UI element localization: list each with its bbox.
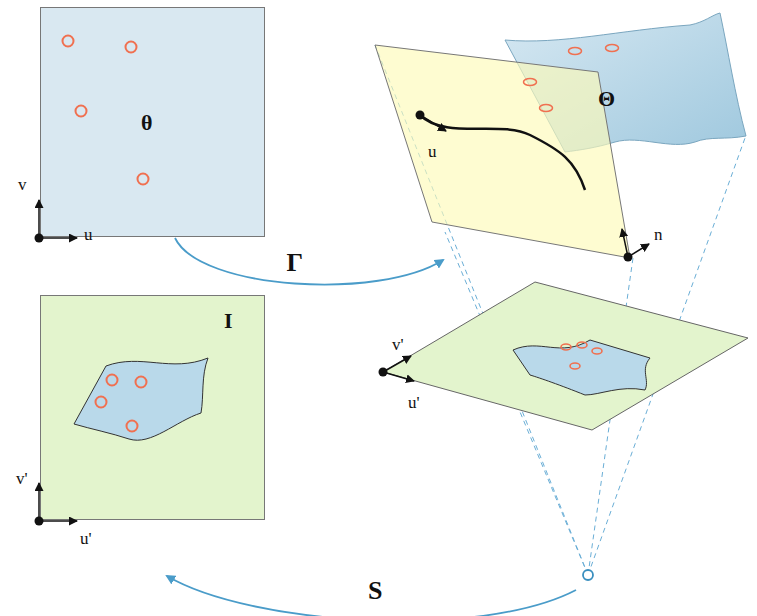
axis-origin [35, 517, 44, 526]
panel-symbol: Θ [598, 88, 615, 110]
image-point [136, 377, 147, 388]
axis-label: u [428, 143, 437, 160]
curve-direction [420, 115, 446, 131]
image-plane [383, 282, 748, 430]
projected-patch [513, 340, 650, 395]
projected-points [561, 342, 602, 369]
camera-center [583, 570, 593, 580]
image-point [127, 421, 138, 432]
image-plane-axes [379, 356, 415, 381]
sample-points [63, 36, 149, 185]
surface-point [569, 48, 582, 55]
sample-point [76, 106, 87, 117]
sample-point [126, 42, 137, 53]
surface-point [606, 45, 619, 52]
sample-point [63, 36, 74, 47]
axis-label: v' [16, 470, 28, 487]
mapping-label: Γ [286, 250, 303, 276]
surface-region: Θ [375, 10, 748, 262]
curve-start [416, 111, 425, 120]
image-patch [74, 358, 208, 440]
axis-label: u' [80, 530, 92, 547]
image-point [107, 375, 118, 386]
theta-drawing [41, 8, 266, 238]
mapping-label: S [368, 578, 382, 604]
surface-curve [420, 115, 585, 190]
axis-label: u [84, 226, 93, 243]
panel-symbol: θ [141, 112, 152, 134]
panel-symbol: I [224, 310, 233, 332]
u-axis [39, 237, 77, 239]
axis-label: v' [392, 336, 404, 353]
axis-label: v [18, 176, 27, 193]
surface-point [524, 79, 537, 86]
v-axis [38, 200, 40, 238]
image-point [96, 397, 107, 408]
sample-point [138, 174, 149, 185]
v-axis [38, 483, 40, 521]
u-axis [39, 520, 77, 522]
image-points [96, 375, 147, 432]
axis-origin [35, 234, 44, 243]
surface-points [524, 45, 619, 112]
surface-point [540, 105, 553, 112]
plane-origin [624, 253, 633, 262]
parameter-panel: I [40, 295, 265, 520]
parameter-panel: θ [40, 7, 265, 237]
axis-label: u' [408, 394, 420, 411]
mapping-arrow [175, 238, 443, 285]
surface-drawing [375, 10, 748, 262]
tangent-plane [375, 45, 630, 258]
projection-arrow [167, 576, 576, 616]
axis-label: n [654, 226, 663, 243]
